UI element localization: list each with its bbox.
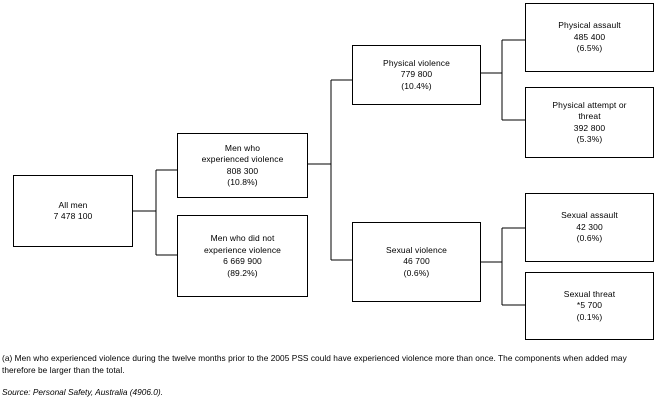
node-not-experienced-violence-value: 6 669 900 [223, 256, 262, 266]
node-sexual-assault[interactable]: Sexual assault 42 300 (0.6%) [525, 193, 654, 262]
node-physical-assault[interactable]: Physical assault 485 400 (6.5%) [525, 3, 654, 72]
node-sexual-assault-label: Sexual assault [561, 210, 618, 221]
node-physical-attempt-or-threat[interactable]: Physical attempt or threat 392 800 (5.3%… [525, 87, 654, 158]
flowchart-diagram: All men 7 478 100 Men who experienced vi… [13, 3, 654, 340]
node-all-men[interactable]: All men 7 478 100 [13, 175, 133, 247]
node-sexual-violence-label: Sexual violence [385, 244, 448, 255]
node-experienced-violence-label-1: Men who [224, 142, 261, 153]
node-physical-assault-label: Physical assault [558, 20, 621, 31]
node-physical-attempt-label-2: threat [578, 111, 601, 121]
footnote-a: (a) Men who experienced violence during … [2, 353, 627, 375]
node-physical-attempt-percent: (5.3%) [576, 134, 603, 144]
node-physical-assault-percent: (6.5%) [576, 43, 603, 54]
node-physical-violence-label: Physical violence [383, 57, 450, 68]
node-sexual-violence-percent: (0.6%) [403, 267, 430, 278]
node-sexual-threat[interactable]: Sexual threat *5 700 (0.1%) [525, 272, 654, 340]
node-experienced-violence-value: 808 300 [226, 165, 259, 176]
node-physical-attempt-label-1: Physical attempt or [552, 99, 627, 110]
node-sexual-assault-value: 42 300 [576, 221, 603, 232]
node-experienced-violence[interactable]: Men who experienced violence 808 300 (10… [177, 133, 308, 198]
node-experienced-violence-label-2: experienced violence [201, 154, 284, 164]
node-not-experienced-violence[interactable]: Men who did not experience violence 6 66… [177, 215, 308, 297]
node-physical-violence[interactable]: Physical violence 779 800 (10.4%) [352, 45, 481, 105]
node-experienced-violence-percent: (10.8%) [227, 177, 258, 187]
node-physical-assault-value: 485 400 [573, 31, 606, 42]
notes-block: (a) Men who experienced violence during … [2, 352, 657, 398]
node-sexual-violence[interactable]: Sexual violence 46 700 (0.6%) [352, 222, 481, 302]
node-sexual-threat-percent: (0.1%) [576, 311, 603, 322]
node-sexual-assault-percent: (0.6%) [576, 233, 603, 244]
node-sexual-threat-value: *5 700 [576, 300, 603, 311]
node-not-experienced-violence-percent: (89.2%) [227, 267, 258, 278]
node-all-men-label: All men [58, 199, 88, 210]
node-sexual-violence-value: 46 700 [403, 256, 430, 267]
node-not-experienced-violence-label-1: Men who did not [210, 233, 275, 243]
node-all-men-value: 7 478 100 [53, 211, 93, 221]
node-physical-violence-percent: (10.4%) [401, 80, 432, 91]
node-not-experienced-violence-label-2: experience violence [203, 244, 282, 255]
node-physical-violence-value: 779 800 [400, 69, 433, 80]
node-sexual-threat-label: Sexual threat [563, 288, 616, 299]
node-physical-attempt-value: 392 800 [573, 122, 606, 133]
source-line: Source: Personal Safety, Australia (4906… [2, 387, 163, 397]
